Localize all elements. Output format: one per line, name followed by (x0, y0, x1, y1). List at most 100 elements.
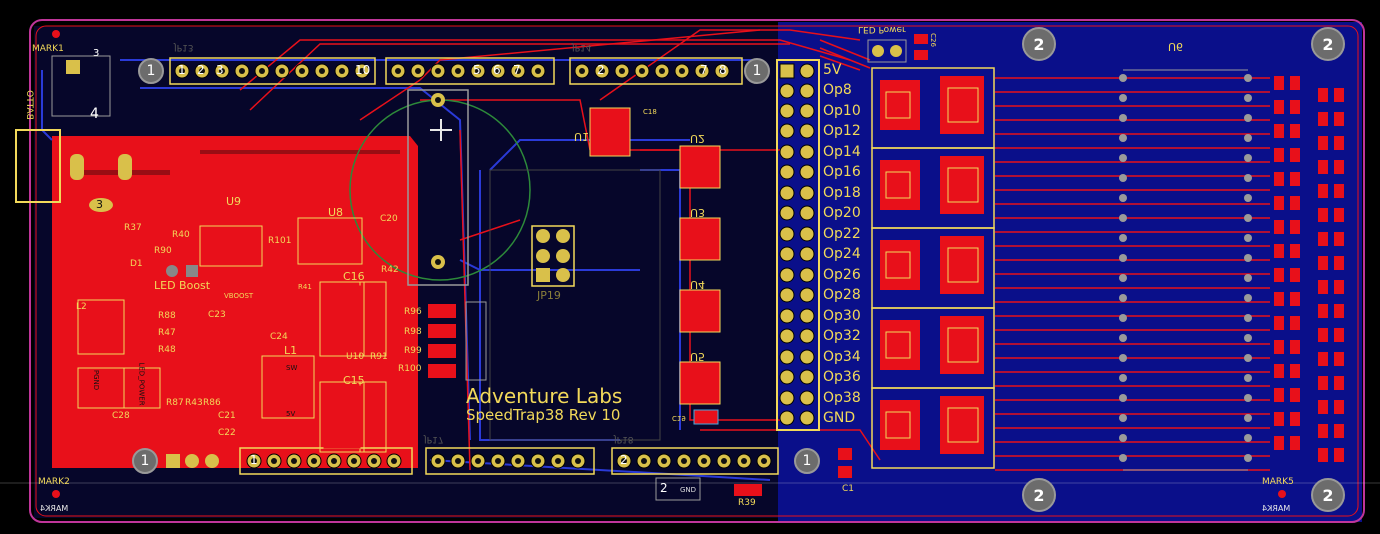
refdes-r96: R96 (404, 307, 422, 317)
refdes-c1: C1 (842, 484, 855, 494)
sw-label: SW (286, 364, 298, 372)
pin-label: 1 (178, 63, 186, 77)
header-jp13 (169, 57, 376, 85)
mount-label: 2 (1033, 485, 1045, 505)
refdes-jp17: JP17 (424, 434, 444, 444)
op-label-op18: Op18 (823, 185, 861, 201)
bat-label: BATTO (23, 90, 34, 120)
refdes-u3: U3 (690, 206, 706, 219)
refdes-c26: C26 (928, 33, 937, 47)
header-jp16 (569, 57, 743, 85)
pin-label: 8 (719, 63, 727, 77)
op-label-op32: Op32 (823, 328, 861, 344)
pin-num: 1 (752, 63, 762, 79)
led-power-small-label: LED_POWER (137, 362, 146, 406)
pin1-marker-jp13: 1 (138, 58, 164, 84)
refdes-u6: U6 (1168, 40, 1184, 53)
pin-label: 2 (620, 453, 628, 467)
mounting-hole-bottom-1: 2 (1022, 478, 1056, 512)
mounting-hole-top-2: 2 (1311, 27, 1345, 61)
refdes-r40: R40 (172, 230, 190, 240)
pin-num: 1 (802, 453, 812, 469)
pin1-marker-bottom-left: 1 (132, 448, 158, 474)
op-label-op22: Op22 (823, 226, 861, 242)
refdes-r98: R98 (404, 327, 422, 337)
refdes-r99: R99 (404, 346, 422, 356)
pin-label: 2 (197, 63, 205, 77)
refdes-r86: R86 (203, 398, 221, 408)
refdes-r41: R41 (298, 283, 312, 291)
refdes-r90: R90 (154, 246, 172, 256)
vboost-label: VBOOST (224, 292, 254, 300)
refdes-r88: R88 (158, 311, 176, 321)
gnd-small-label: GND (680, 486, 697, 494)
header-jp17 (425, 447, 595, 475)
refdes-c19: C19 (672, 414, 686, 422)
led-boost-label: LED Boost (154, 279, 211, 292)
refdes-u5: U5 (690, 350, 706, 363)
refdes-c16: C16 (343, 270, 365, 283)
refdes-jp18: JP18 (614, 434, 634, 444)
driver-blocks (871, 67, 995, 469)
refdes-l2: L2 (76, 302, 87, 312)
op-label-5v: 5V (823, 62, 842, 78)
mount-label: 2 (1033, 34, 1045, 54)
ic-u1 (589, 107, 631, 157)
pin-label: 7 (513, 63, 521, 77)
op-label-op36: Op36 (823, 369, 861, 385)
refdes-r47: R47 (158, 328, 176, 338)
refdes-c18: C18 (643, 108, 657, 116)
ic-u3 (679, 217, 721, 261)
refdes-r87: R87 (166, 398, 184, 408)
pin-label: 3 (93, 48, 100, 59)
mark5-label: MARK5 (1262, 477, 1294, 487)
refdes-c21: C21 (218, 411, 236, 421)
refdes-u10: U10 (346, 352, 365, 362)
refdes-jp13: JP13 (174, 42, 194, 52)
v5-label: 5V (286, 410, 296, 418)
refdes-c23: C23 (208, 310, 226, 320)
refdes-c22: C22 (218, 428, 236, 438)
pin-label: 5 (473, 63, 481, 77)
refdes-r42: R42 (381, 265, 399, 275)
refdes-l1: L1 (284, 344, 298, 357)
refdes-r39: R39 (738, 498, 756, 508)
pin-label: 3 (216, 63, 224, 77)
pgnd-label: PGND (92, 369, 101, 391)
ic-u5 (679, 361, 721, 405)
op-label-op12: Op12 (823, 123, 861, 139)
pin-label: 6 (493, 63, 501, 77)
refdes-u2: U2 (690, 132, 706, 145)
mounting-hole-top-1: 2 (1022, 27, 1056, 61)
company-name: Adventure Labs (466, 384, 623, 408)
refdes-u1: U1 (574, 130, 590, 143)
led-power-label: LED Power (858, 24, 906, 34)
op-label-op30: Op30 (823, 308, 861, 324)
pin1-marker-jp16: 1 (744, 58, 770, 84)
ic-u4 (679, 289, 721, 333)
refdes-r100: R100 (398, 364, 422, 374)
refdes-u9: U9 (226, 195, 242, 208)
pin-label: 10 (355, 63, 371, 77)
product-name: SpeedTrap38 Rev 10 (466, 406, 621, 424)
mark2-label: MARK2 (38, 477, 70, 487)
refdes-u4: U4 (690, 278, 706, 291)
refdes-c15: C15 (343, 374, 365, 387)
op-label-op26: Op26 (823, 267, 861, 283)
refdes-u8: U8 (328, 206, 344, 219)
refdes-c28: C28 (112, 411, 130, 421)
refdes-d1: D1 (130, 259, 143, 269)
refdes-r101: R101 (268, 236, 292, 246)
mark-mirror-label: MARK4 (1262, 504, 1291, 513)
mount-label: 2 (1322, 34, 1334, 54)
pin-label: 1 (250, 453, 258, 467)
refdes-jp14: JP14 (572, 42, 592, 52)
pin-label: 2 (660, 481, 668, 495)
board-outline (29, 19, 1365, 523)
mount-label: 2 (1322, 485, 1334, 505)
ic-u2 (679, 145, 721, 189)
mark1-label: MARK1 (32, 44, 64, 54)
op-label-op8: Op8 (823, 82, 852, 98)
op-label-gnd: GND (823, 410, 856, 426)
